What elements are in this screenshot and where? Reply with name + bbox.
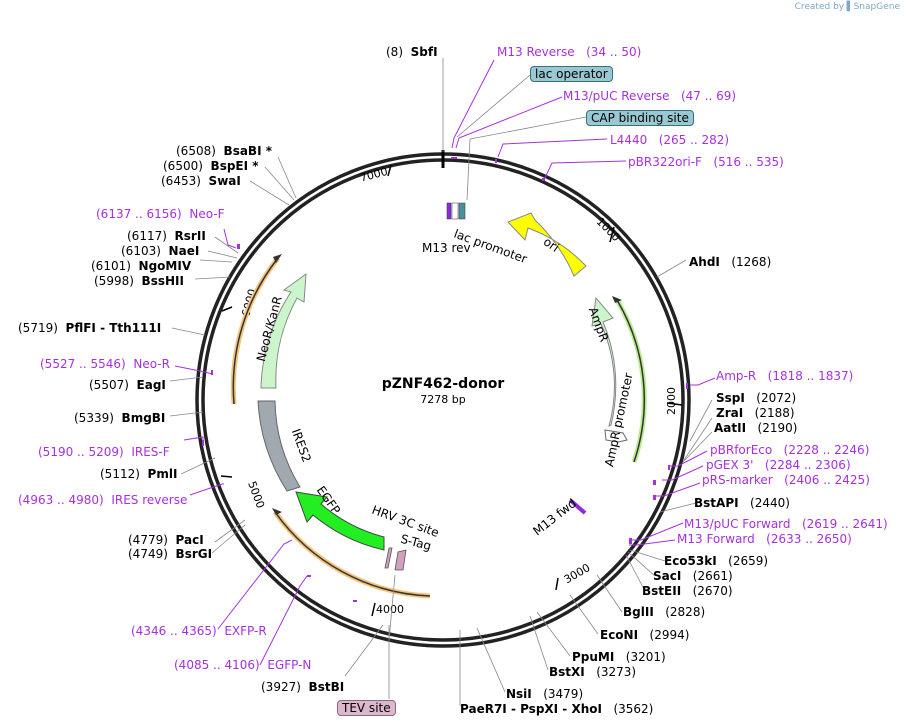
- primer-label-m13-puc-forward[interactable]: M13/pUC Forward (2619 .. 2641): [684, 517, 888, 531]
- s-tag-feature[interactable]: [394, 549, 407, 571]
- m13-fwd-label: M13 fwd: [530, 496, 579, 538]
- m13-fwd-feature[interactable]: [568, 498, 587, 515]
- cap-binding-site-box[interactable]: CAP binding site: [586, 110, 694, 126]
- primer-label-l4440[interactable]: L4440 (265 .. 282): [610, 133, 730, 147]
- enzyme-label-tth111i[interactable]: (5719) PflFI - Tth111I: [18, 321, 162, 335]
- primer-connectors: [174, 59, 716, 666]
- ires2-feature[interactable]: [257, 400, 301, 492]
- hrv-3c-feature[interactable]: [384, 547, 393, 569]
- enzyme-label-zrai[interactable]: ZraI (2188): [716, 406, 795, 420]
- lac-operator-box[interactable]: lac operator: [530, 66, 613, 82]
- lac-promoter-feature[interactable]: [458, 202, 466, 220]
- ampr-promoter-label: AmpR promoter: [602, 372, 636, 468]
- m13-rev-feature[interactable]: [446, 202, 452, 220]
- enzyme-connectors: [169, 58, 713, 706]
- tick-label-2000: 2000: [665, 387, 678, 415]
- primer-label-amp-r[interactable]: Amp-R (1818 .. 1837): [716, 369, 854, 383]
- enzyme-label-ahdi[interactable]: AhdI (1268): [689, 255, 772, 269]
- enzyme-label-bsteii[interactable]: BstEII (2670): [642, 584, 733, 598]
- enzyme-label-eco53ki[interactable]: Eco53kI (2659): [664, 554, 769, 568]
- primer-label-m13-forward[interactable]: M13 Forward (2633 .. 2650): [677, 532, 852, 546]
- snapgene-credit: Created by ▌SnapGene: [795, 2, 900, 12]
- plasmid-length: 7278 bp: [420, 393, 466, 406]
- enzyme-label-ngomiv[interactable]: (6101) NgoMIV: [91, 259, 192, 273]
- ampr-feature[interactable]: [591, 296, 617, 427]
- enzyme-label-bstapi[interactable]: BstAPI (2440): [694, 496, 790, 510]
- neor-feature[interactable]: [260, 272, 307, 389]
- enzyme-label-bstbi[interactable]: (3927) BstBI: [261, 680, 345, 694]
- primer-label-pbr322ori-f[interactable]: pBR322ori-F (516 .. 535): [628, 155, 784, 169]
- enzyme-label-saci[interactable]: SacI (2661): [653, 569, 733, 583]
- enzyme-label-bmgbi[interactable]: (5339) BmgBI: [74, 411, 166, 425]
- enzyme-label-bglii[interactable]: BglII (2828): [623, 605, 706, 619]
- primer-label-ires-reverse[interactable]: (4963 .. 4980) IRES reverse: [18, 493, 188, 507]
- m13-rev-label: M13 rev: [422, 241, 471, 255]
- ires2-label: IRES2: [289, 427, 314, 464]
- tick-label-4000: 4000: [376, 603, 404, 616]
- enzyme-label-econi[interactable]: EcoNI (2994): [600, 628, 690, 642]
- primer-label-prs-marker[interactable]: pRS-marker (2406 .. 2425): [702, 473, 870, 487]
- primer-label-m13-reverse[interactable]: M13 Reverse (34 .. 50): [497, 45, 642, 59]
- enzyme-label-paci[interactable]: (4779) PacI: [128, 533, 204, 547]
- credit-prefix: Created by: [794, 2, 845, 12]
- enzyme-label-aatii[interactable]: AatII (2190): [714, 421, 798, 435]
- enzyme-label-sbfi[interactable]: (8) SbfI: [386, 45, 438, 59]
- enzyme-label-bspei[interactable]: (6500) BspEI *: [163, 159, 259, 173]
- enzyme-label-bsshii[interactable]: (5998) BssHII: [94, 274, 184, 288]
- egfp-feature[interactable]: [295, 491, 385, 551]
- primer-label-pbrforeco[interactable]: pBRforEco (2228 .. 2246): [710, 443, 870, 457]
- enzyme-label-bsrgi[interactable]: (4749) BsrGI: [128, 547, 213, 561]
- lac-operator-feature[interactable]: [451, 202, 459, 220]
- enzyme-label-bstxi[interactable]: BstXI (3273): [549, 665, 637, 679]
- enzyme-label-rsrii[interactable]: (6117) RsrII: [127, 229, 206, 243]
- enzyme-label-eagi[interactable]: (5507) EagI: [89, 378, 166, 392]
- ori-feature[interactable]: [507, 212, 587, 277]
- primer-label-m13-puc-reverse[interactable]: M13/pUC Reverse (47 .. 69): [563, 89, 737, 103]
- ori-label: ori: [541, 234, 562, 254]
- enzyme-label-pmli[interactable]: (5112) PmlI: [100, 467, 178, 481]
- ampr-promoter-feature[interactable]: [604, 429, 628, 443]
- primer-ticks: [202, 157, 688, 602]
- primer-label-ires-f[interactable]: (5190 .. 5209) IRES-F: [38, 445, 170, 459]
- enzyme-label-xhoi[interactable]: PaeR7I - PspXI - XhoI (3562): [460, 702, 654, 716]
- primer-label-egfp-n[interactable]: (4085 .. 4106) EGFP-N: [174, 658, 312, 672]
- enzyme-label-bsabi[interactable]: (6508) BsaBI *: [176, 144, 272, 158]
- tick-label-1000: 1000: [594, 215, 623, 244]
- primer-label-pgex-3[interactable]: pGEX 3' (2284 .. 2306): [706, 458, 851, 472]
- tick-label-5000: 5000: [245, 479, 267, 510]
- credit-brand: SnapGene: [853, 2, 900, 12]
- primer-label-exfp-r[interactable]: (4346 .. 4365) EXFP-R: [131, 624, 267, 638]
- enzyme-label-ppumi[interactable]: PpuMI (3201): [572, 650, 666, 664]
- enzyme-label-nsii[interactable]: NsiI (3479): [506, 687, 584, 701]
- snapgene-logo-icon: ▌: [846, 2, 854, 12]
- tick-label-3000: 3000: [562, 561, 593, 586]
- enzyme-label-swai[interactable]: (6453) SwaI: [161, 174, 241, 188]
- tev-site-box[interactable]: TEV site: [337, 700, 396, 716]
- primer-label-neo-f[interactable]: (6137 .. 6156) Neo-F: [96, 207, 225, 221]
- primer-label-neo-r[interactable]: (5527 .. 5546) Neo-R: [40, 357, 170, 371]
- plasmid-name: pZNF462-donor: [381, 376, 505, 392]
- enzyme-label-naei[interactable]: (6103) NaeI: [121, 244, 200, 258]
- enzyme-label-sspi[interactable]: SspI (2072): [716, 391, 797, 405]
- tick-marks: [220, 164, 683, 617]
